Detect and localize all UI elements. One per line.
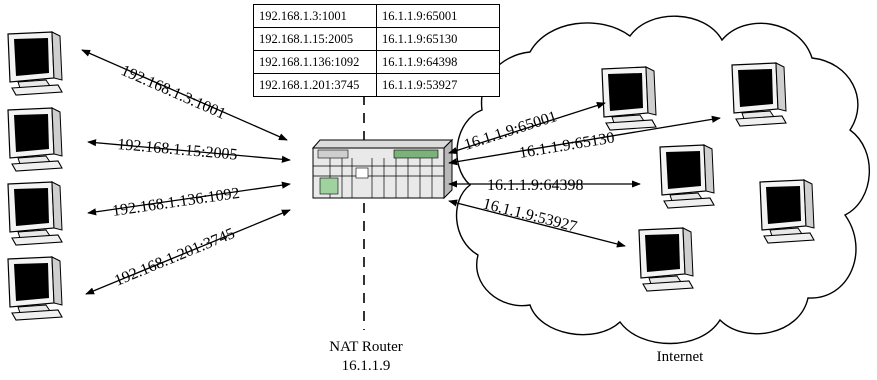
- public-address-cell: 16.1.1.9:65130: [376, 27, 500, 51]
- router-ip: 16.1.1.9: [341, 358, 391, 374]
- internet-label: Internet: [656, 349, 704, 365]
- private-link-label: 192.168.1.3:1001: [118, 62, 228, 123]
- private-address-cell: 192.168.1.201:3745: [253, 73, 377, 97]
- public-address-cell: 16.1.1.9:53927: [376, 73, 500, 97]
- link-arrow: [85, 209, 291, 295]
- router-name: NAT Router: [329, 339, 403, 355]
- computer-monitor-icon: [7, 256, 63, 321]
- computer-monitor-icon: [7, 107, 63, 172]
- link-arrow: [448, 115, 721, 166]
- private-link-label: 192.168.1.136:1092: [111, 185, 241, 220]
- public-address-cell: 16.1.1.9:65001: [376, 4, 500, 28]
- table-row: 192.168.1.201:3745 16.1.1.9:53927: [253, 73, 500, 97]
- public-address-cell: 16.1.1.9:64398: [376, 50, 500, 74]
- private-link-label: 192.168.1.201:3745: [112, 225, 237, 290]
- private-address-cell: 192.168.1.136:1092: [253, 50, 377, 74]
- router-device-icon: [311, 138, 454, 200]
- link-arrow: [448, 199, 626, 248]
- table-row: 192.168.1.136:1092 16.1.1.9:64398: [253, 50, 500, 74]
- computer-monitor-icon: [7, 181, 63, 246]
- table-row: 192.168.1.3:1001 16.1.1.9:65001: [253, 4, 500, 28]
- nat-translation-table: 192.168.1.3:1001 16.1.1.9:65001 192.168.…: [253, 4, 500, 97]
- private-address-cell: 192.168.1.3:1001: [253, 4, 377, 28]
- link-arrow: [87, 181, 291, 216]
- private-link-label: 192.168.1.15:2005: [117, 136, 238, 164]
- table-row: 192.168.1.15:2005 16.1.1.9:65130: [253, 27, 500, 51]
- router-caption: NAT Router 16.1.1.9: [304, 338, 428, 376]
- link-arrow: [87, 139, 291, 163]
- private-address-cell: 192.168.1.15:2005: [253, 27, 377, 51]
- link-arrow: [81, 49, 288, 141]
- computer-monitor-icon: [7, 31, 63, 96]
- public-link-label: 16.1.1.9:64398: [487, 177, 583, 194]
